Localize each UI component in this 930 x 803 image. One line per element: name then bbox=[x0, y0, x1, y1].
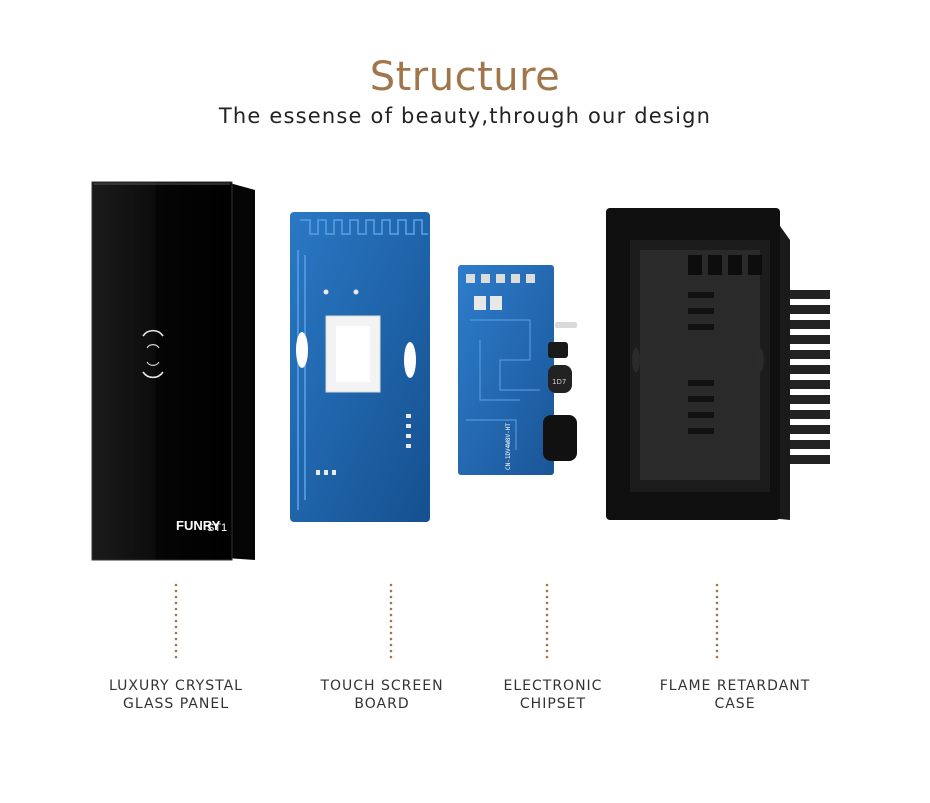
case-image bbox=[606, 208, 830, 520]
label-line-1: FLAME RETARDANT bbox=[659, 678, 811, 694]
label-line-2: CHIPSET bbox=[519, 696, 587, 712]
touch-button-icon bbox=[142, 329, 164, 379]
label-line-1: LUXURY CRYSTAL bbox=[109, 678, 243, 694]
label-line-2: GLASS PANEL bbox=[122, 696, 229, 712]
touch-board-image bbox=[290, 212, 430, 522]
connector-line-1 bbox=[174, 583, 178, 659]
component-label-chipset: ELECTRONIC CHIPSET bbox=[453, 677, 653, 713]
connector-line-3 bbox=[545, 583, 549, 659]
cap-label: 1D7 bbox=[552, 378, 566, 386]
label-line-2: BOARD bbox=[354, 696, 410, 712]
panel-brand: FUNRY bbox=[176, 518, 221, 533]
label-line-1: TOUCH SCREEN bbox=[320, 678, 444, 694]
label-line-2: CASE bbox=[714, 696, 756, 712]
chip-marking: CN-1DV4W8V-HT bbox=[505, 423, 512, 470]
component-label-touch-board: TOUCH SCREEN BOARD bbox=[282, 677, 482, 713]
component-label-glass-panel: LUXURY CRYSTAL GLASS PANEL bbox=[76, 677, 276, 713]
panel-model: ST1 bbox=[207, 522, 227, 534]
connector-line-2 bbox=[389, 583, 393, 659]
chipset-image: 1D7 CN-1DV4W8V-HT bbox=[458, 265, 577, 475]
connector-line-4 bbox=[715, 583, 719, 659]
page-subtitle: The essense of beauty,through our design bbox=[218, 104, 712, 128]
connector-lines bbox=[174, 583, 719, 659]
glass-panel-image: FUNRY ST1 bbox=[91, 181, 255, 561]
label-line-1: ELECTRONIC bbox=[503, 678, 603, 694]
page-title: Structure bbox=[369, 54, 561, 100]
component-label-case: FLAME RETARDANT CASE bbox=[635, 677, 835, 713]
